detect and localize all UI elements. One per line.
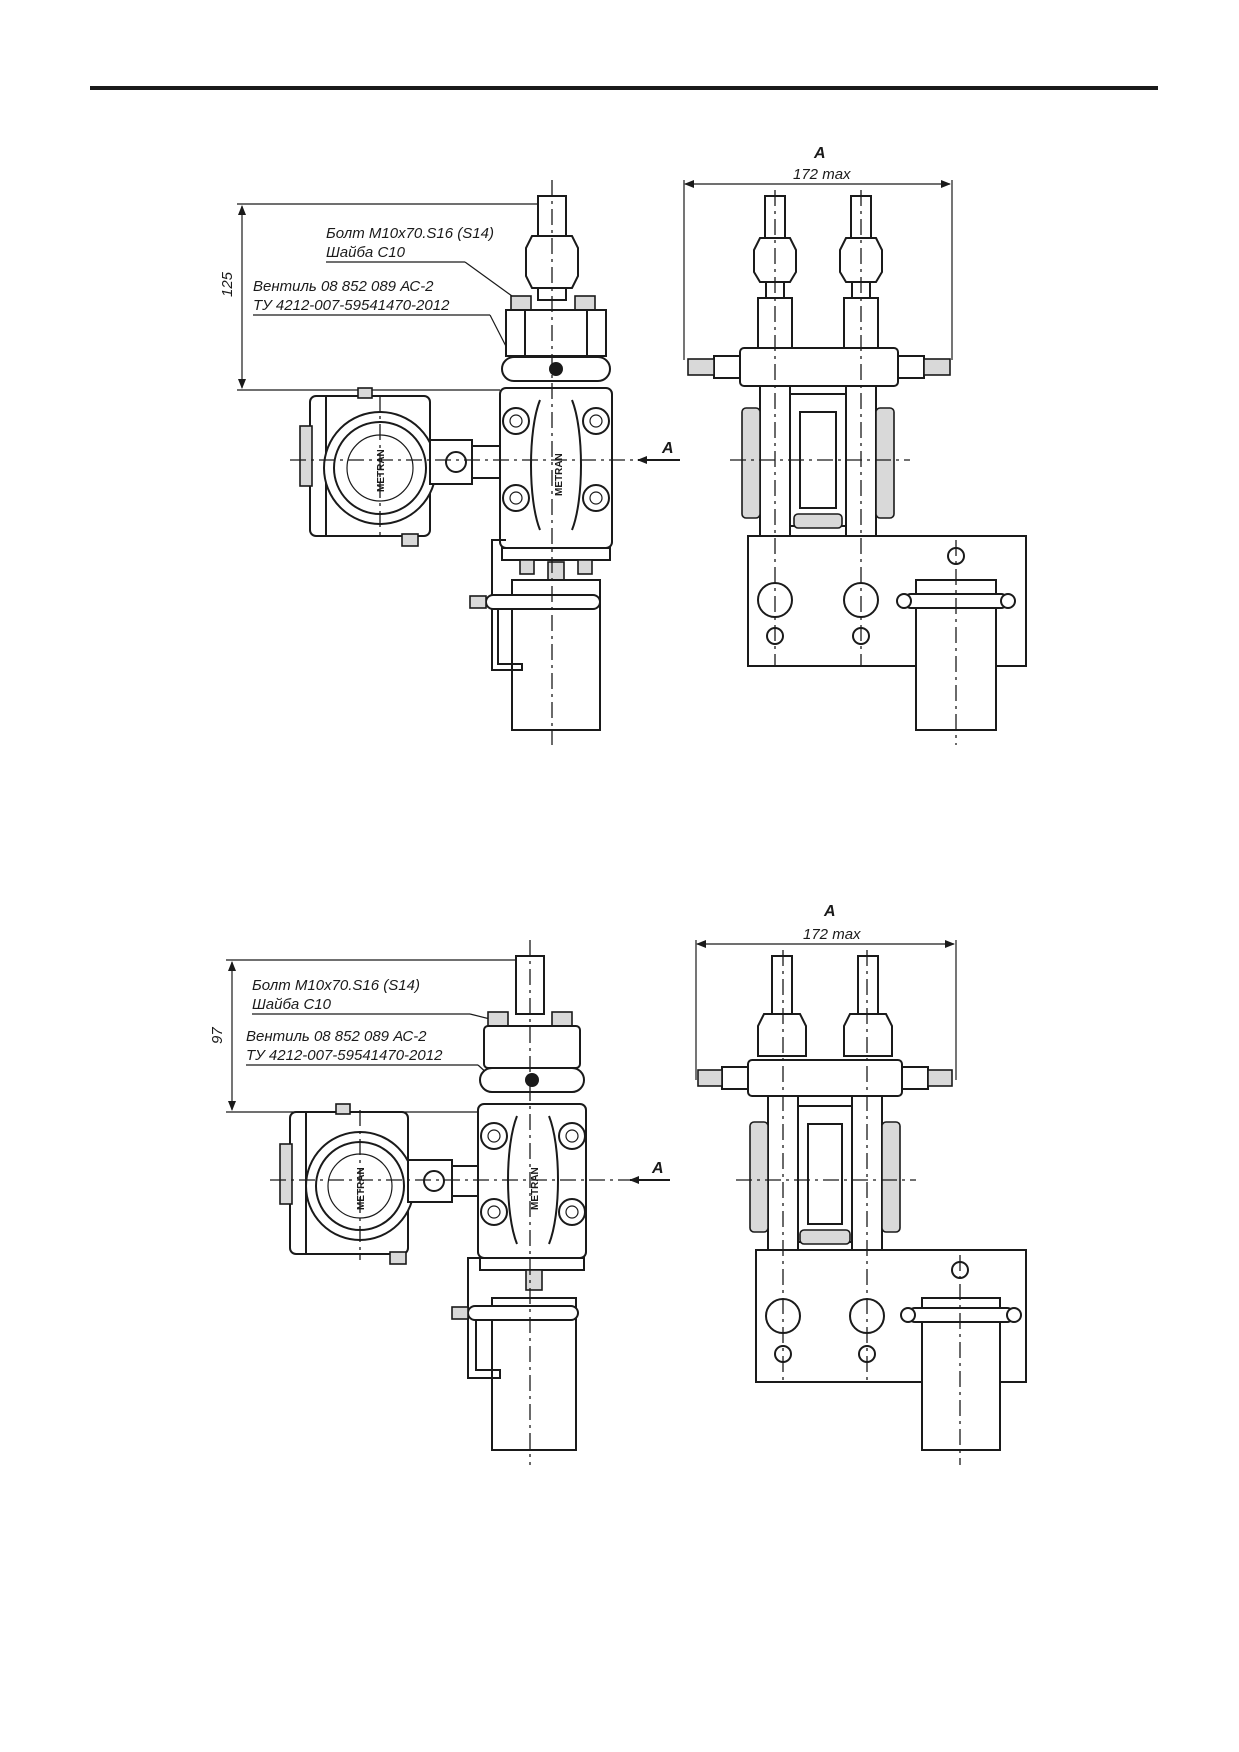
view-title-2: A [823,903,836,920]
valve-label-2: Вентиль 08 852 089 АС-2 [246,1028,427,1045]
spec-label: ТУ 4212-007-59541470-2012 [253,297,450,314]
bolt-label: Болт М10х70.S16 (S14) [326,225,494,242]
valve-label: Вентиль 08 852 089 АС-2 [253,278,434,295]
housing-brand-mark: METRAN [376,449,387,492]
width-dimension-2: 172 max [803,926,861,943]
figure-1-view-a: A 172 max [683,145,1027,745]
height-dimension-value-2: 97 [209,1027,226,1044]
view-title: A [813,145,826,162]
brand-mark: METRAN [554,453,565,496]
washer-label: Шайба С10 [326,244,406,261]
figure-1-side-view: 125 Болт М10х70.S16 (S14) Шайба С10 Вент… [219,180,680,745]
bolt-label-2: Болт М10х70.S16 (S14) [252,977,420,994]
washer-label-2: Шайба С10 [252,996,332,1013]
brand-mark-2: METRAN [530,1167,541,1210]
spec-label-2: ТУ 4212-007-59541470-2012 [246,1047,443,1064]
width-dimension: 172 max [793,166,851,183]
height-dimension-value: 125 [219,271,236,297]
figure-2-view-a: A 172 max [695,903,1027,1465]
housing-brand-mark-2: METRAN [356,1167,367,1210]
view-arrow-label: A [661,440,674,457]
figure-2-side-view: 97 Болт М10х70.S16 (S14) Шайба С10 Венти… [209,940,670,1465]
view-arrow-label-2: A [651,1160,664,1177]
